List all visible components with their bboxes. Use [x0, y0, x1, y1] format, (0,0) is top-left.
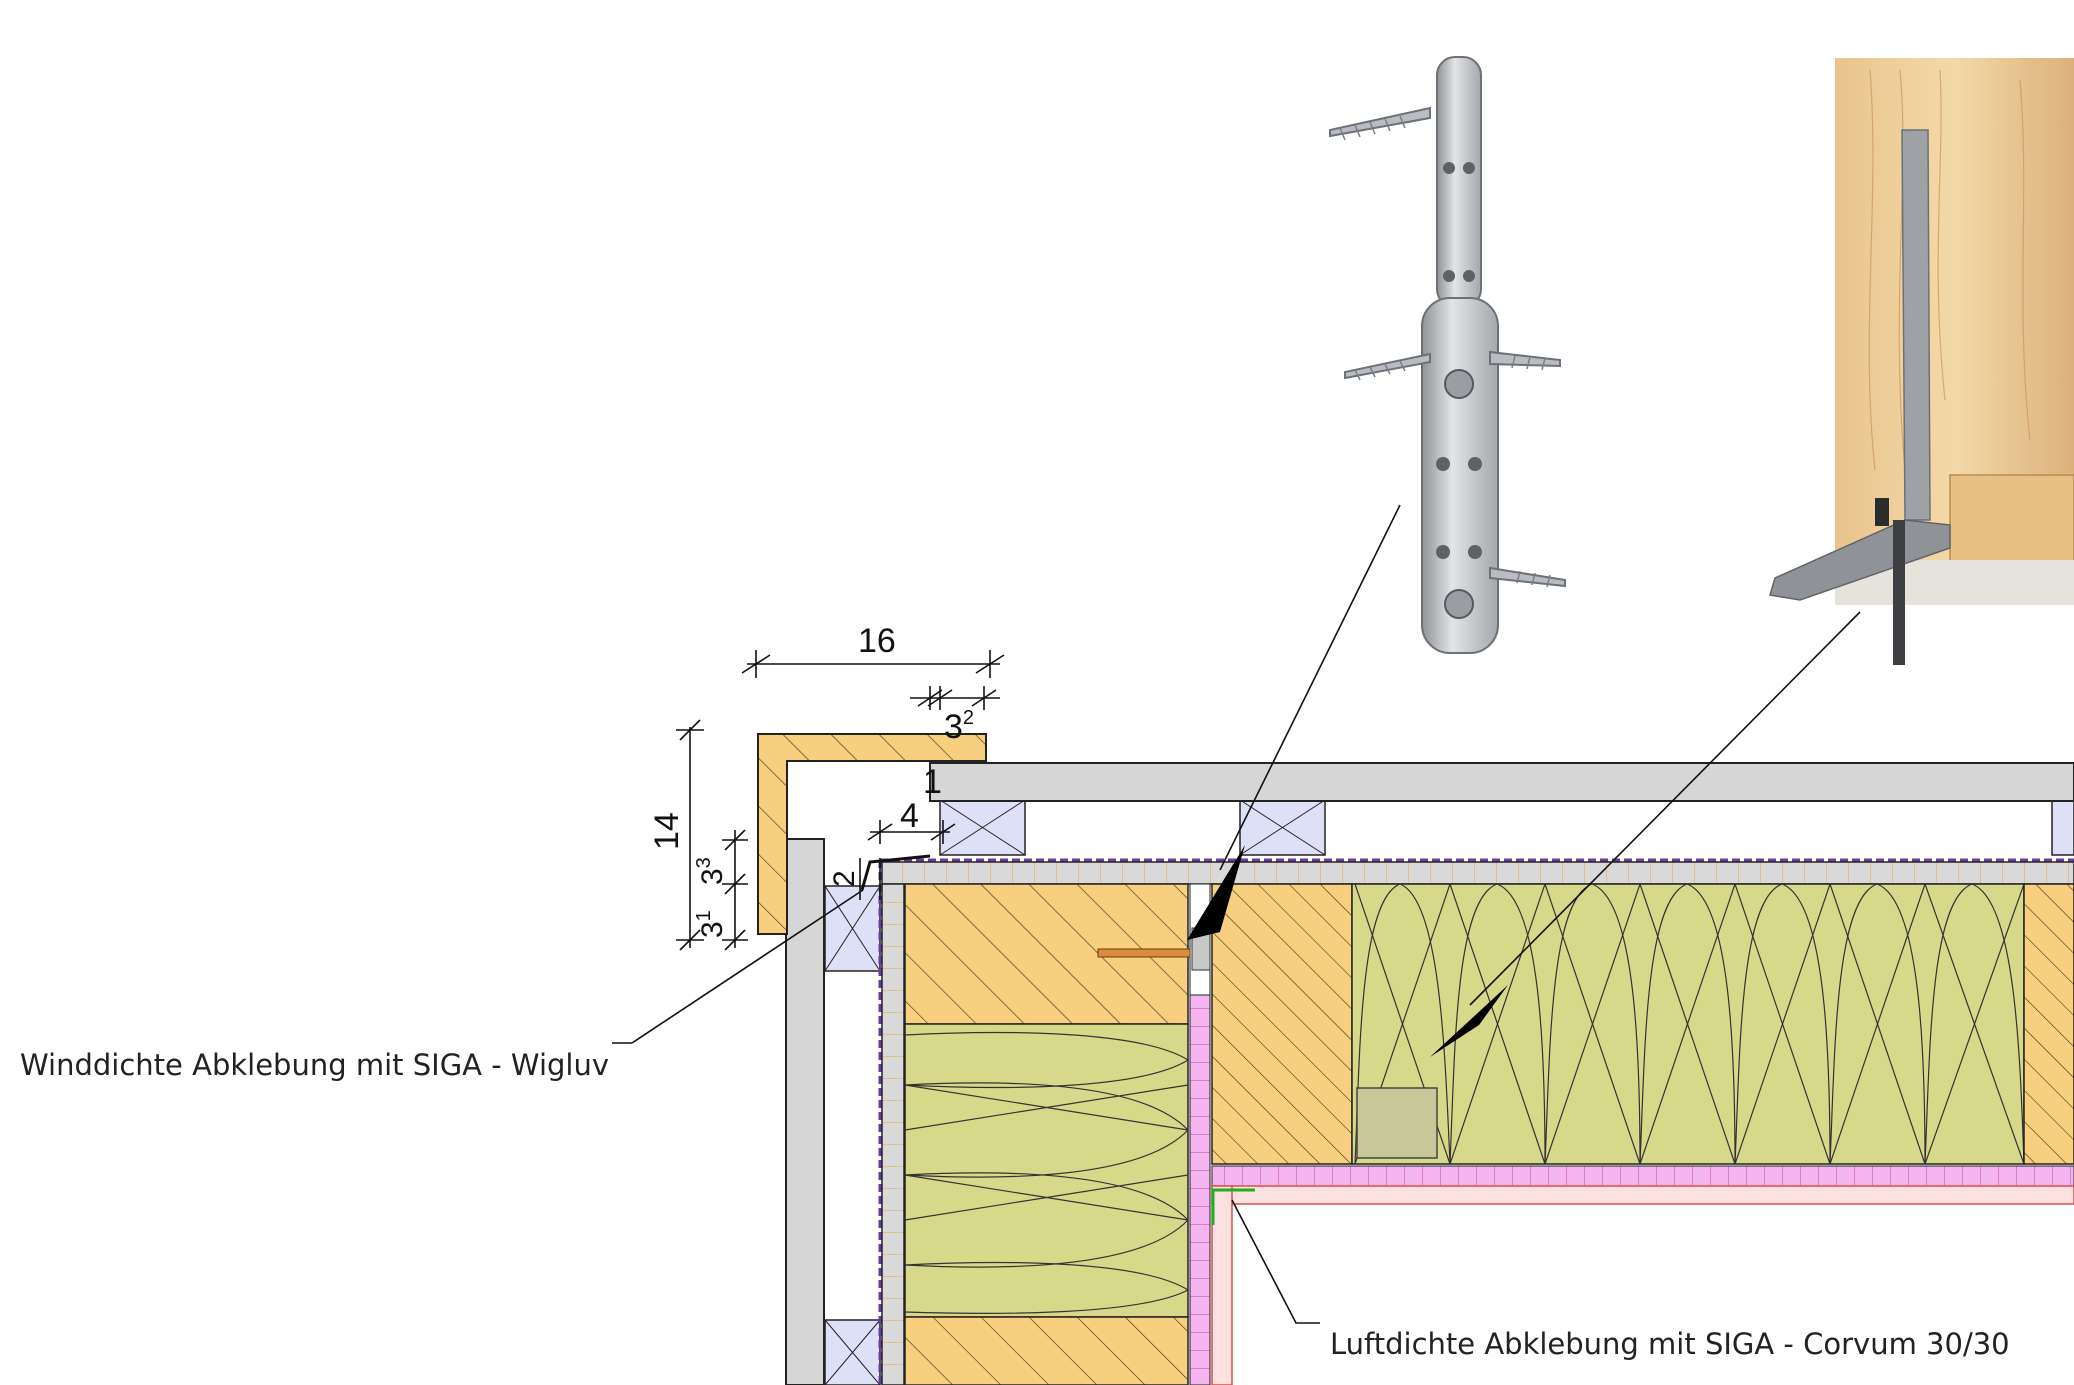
wall-section — [757, 733, 2074, 1385]
dim-gap-1: 1 — [923, 763, 942, 801]
dim-width-total: 16 — [858, 622, 896, 660]
wind-seal-label: Winddichte Abklebung mit SIGA - Wigluv — [20, 1048, 609, 1082]
arrow-bracket — [1430, 985, 1508, 1057]
dim-height-total: 14 — [648, 812, 686, 850]
dim-cover-width: 32 — [944, 707, 974, 746]
leader-lines — [612, 504, 1861, 1324]
connector-photo — [1325, 45, 1645, 670]
air-seal-label: Luftdichte Abklebung mit SIGA - Corvum 3… — [1330, 1327, 2010, 1361]
dim-vert-a: 31 — [693, 910, 729, 938]
bracket-photo — [1769, 58, 2074, 665]
dim-vert-b: 33 — [693, 857, 729, 885]
arrow-connector — [1187, 845, 1245, 940]
dimension-lines — [676, 650, 1005, 951]
dim-gap-2: 2 — [828, 870, 861, 887]
dim-gap-4: 4 — [900, 797, 919, 835]
